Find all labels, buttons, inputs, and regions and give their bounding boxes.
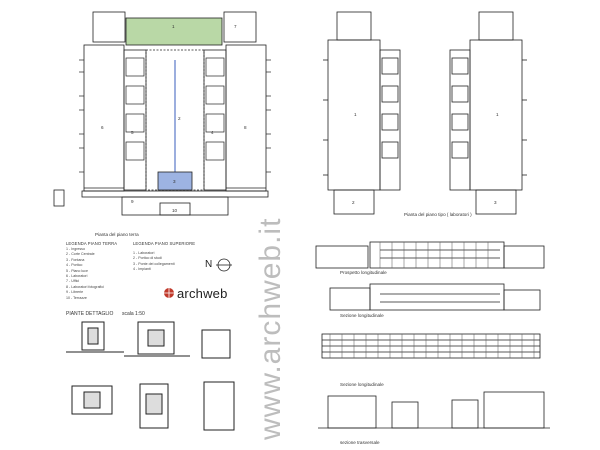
legend-ground-item: 3 - Fontana bbox=[66, 257, 85, 262]
plan-label-ground-2: 2 bbox=[178, 116, 181, 121]
legend-upper-title: LEGENDA PIANO SUPERIORE bbox=[133, 241, 196, 246]
caption-ground-floor: Pianta del piano terra bbox=[95, 232, 139, 237]
caption-section-2: Sezione longitudinale bbox=[340, 313, 384, 318]
legend-ground-list: 1 - Ingresso 2 - Corte Centrale 3 - Font… bbox=[66, 247, 104, 301]
caption-section-1: Prospetto longitudinale bbox=[340, 270, 387, 275]
plan-label-typical-1b: 1 bbox=[496, 112, 499, 117]
elevation-1 bbox=[315, 241, 545, 269]
plan-label-ground-3: 3 bbox=[173, 179, 176, 184]
legend-ground-title: LEGENDA PIANO TERRA bbox=[66, 241, 118, 246]
plan-label-typical-1a: 1 bbox=[354, 112, 357, 117]
archweb-logo-icon bbox=[164, 288, 174, 298]
plan-label-ground-1: 1 bbox=[172, 24, 175, 29]
legend-ground-item: 10 - Terrazze bbox=[66, 295, 87, 300]
legend-ground-item: 4 - Portico bbox=[66, 263, 83, 268]
entry-court-fill bbox=[125, 17, 223, 46]
legend-ground-item: 6 - Laboratori bbox=[66, 274, 88, 279]
plan-label-ground-8: 8 bbox=[244, 125, 247, 130]
plan-label-ground-7: 7 bbox=[234, 24, 237, 29]
typical-floor-plan-right bbox=[449, 11, 527, 215]
legend-ground-item: 5 - Piano luce bbox=[66, 268, 88, 273]
typical-floor-plan-left bbox=[323, 11, 401, 215]
details-scale: scala 1:50 bbox=[122, 311, 145, 317]
section-longitudinal-1 bbox=[329, 283, 541, 311]
legend-upper-item: 1 - Laboratori bbox=[133, 251, 155, 255]
plan-label-ground-5: 5 bbox=[131, 130, 134, 135]
north-label: N bbox=[205, 259, 213, 270]
watermark-url: www.archweb.it bbox=[254, 217, 287, 440]
legend-upper-item: 4 - Impianti bbox=[133, 267, 151, 272]
legend-ground-item: 9 - Librerie bbox=[66, 290, 84, 295]
detail-plans bbox=[66, 321, 235, 431]
plan-label-typical-2: 2 bbox=[352, 200, 355, 205]
ground-floor-plan bbox=[53, 11, 269, 216]
plan-label-ground-10: 10 bbox=[172, 208, 178, 213]
legend-ground-item: 8 - Laboratori fotografici bbox=[66, 284, 104, 289]
legend-ground-item: 2 - Corte Centrale bbox=[66, 252, 95, 257]
caption-section-3: Sezione longitudinale bbox=[340, 382, 384, 387]
section-transversal bbox=[318, 391, 550, 429]
fountain-fill bbox=[157, 171, 193, 191]
legend-upper-item: 2 - Portico di studi bbox=[133, 256, 162, 261]
legend-ground-item: 1 - Ingresso bbox=[66, 247, 85, 251]
caption-section-4: sezione trasversale bbox=[340, 440, 380, 445]
plan-label-ground-4: 4 bbox=[211, 130, 214, 135]
details-title: PIANTE DETTAGLIO bbox=[66, 311, 114, 317]
caption-typical-floor: Pianta del piano tipo ( laboratori ) bbox=[404, 212, 472, 217]
section-longitudinal-2 bbox=[321, 333, 541, 359]
legend-upper-item: 3 - Ponte dei collegamenti bbox=[133, 261, 175, 266]
plan-label-ground-9: 9 bbox=[131, 199, 134, 204]
archweb-logo-text: archweb bbox=[177, 286, 228, 301]
legend-ground-item: 7 - Uffici bbox=[66, 279, 80, 284]
legend-upper-list: 1 - Laboratori 2 - Portico di studi 3 - … bbox=[133, 251, 175, 273]
plan-label-typical-3: 3 bbox=[494, 200, 497, 205]
plan-label-ground-6: 6 bbox=[101, 125, 104, 130]
